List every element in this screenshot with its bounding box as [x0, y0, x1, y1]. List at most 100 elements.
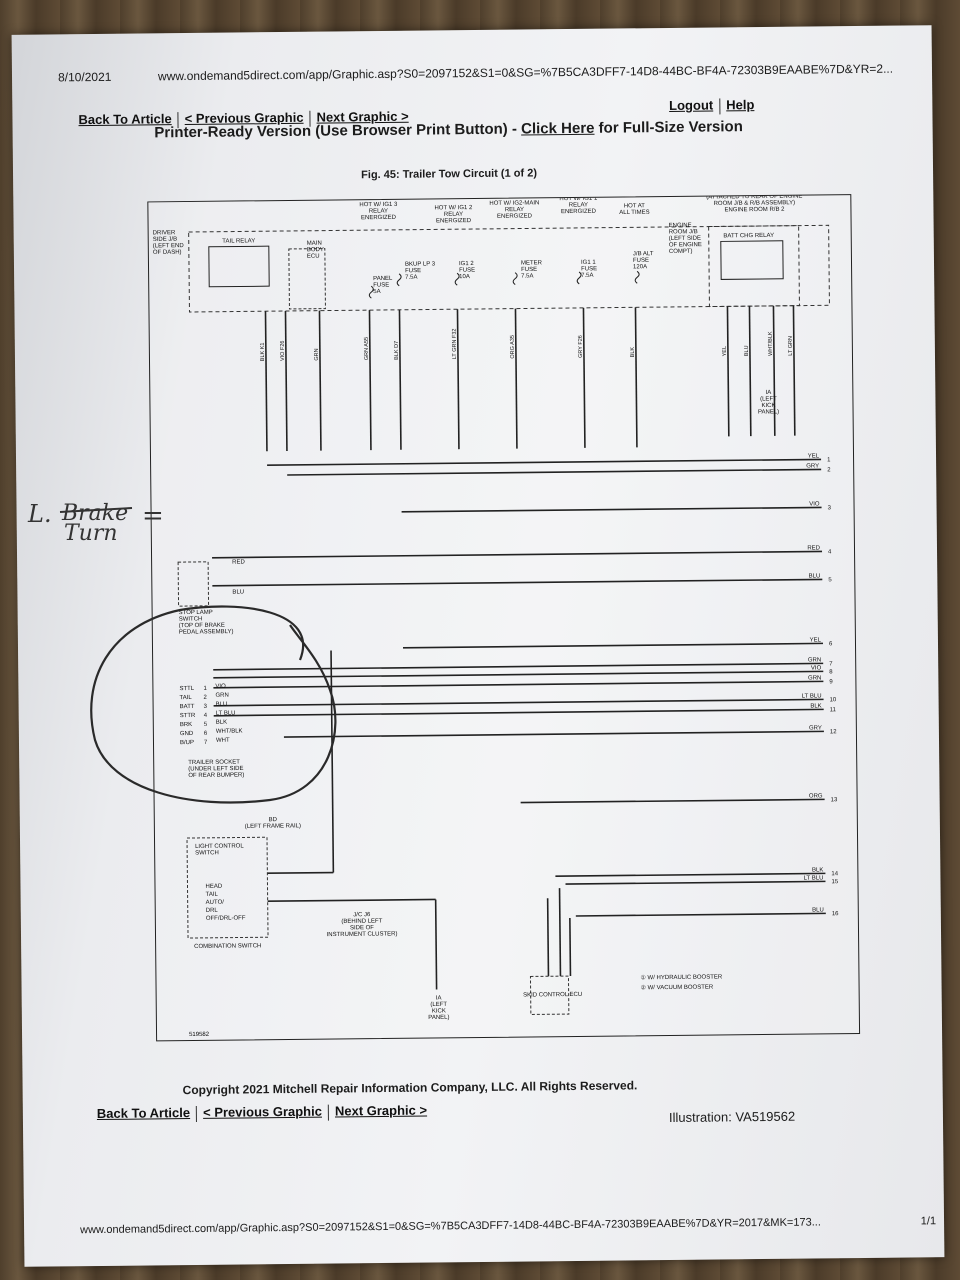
trailer-wire: [213, 708, 824, 717]
ig12-fuse-label: IG1 2: [459, 261, 474, 267]
hot-ig1-1-label: RELAY: [569, 202, 588, 208]
engine-room-rb-label: ENGINE ROOM R/B 2: [724, 207, 785, 214]
hot-ig2-label: HOT W/ IG2-MAIN: [489, 200, 539, 207]
skid-control-ecu-box: [529, 975, 570, 1015]
vertical-wire-label: ORG A35: [510, 335, 516, 359]
bkup-fuse-label: BKUP LP 3: [405, 261, 436, 267]
trailer-socket-wire: GRN: [215, 693, 228, 699]
vertical-wire: [264, 311, 268, 452]
trailer-wire-number: 13: [831, 797, 838, 803]
jb-alt-fuse-label: FUSE: [633, 258, 649, 264]
hot-ig1-3-label: HOT W/ IG1 3: [359, 202, 398, 208]
trailer-wire: [213, 680, 824, 689]
bkup-fuse-label: 7.5A: [405, 275, 417, 281]
left-frame-rail-label: (LEFT FRAME RAIL): [245, 823, 301, 830]
bottom-nav: Back To Article < Previous Graphic Next Gr…: [97, 1103, 427, 1123]
logout-link[interactable]: Logout: [669, 97, 714, 113]
jc-j6-label: INSTRUMENT CLUSTER): [327, 931, 398, 938]
help-link[interactable]: Help: [726, 97, 755, 113]
switch-position-label: DRL: [206, 908, 219, 914]
stop-lamp-switch-label: PEDAL ASSEMBLY): [179, 629, 234, 636]
hot-ig1-1-label: HOT W/ IG1 1: [559, 196, 598, 202]
hot-all-times-label: ALL TIMES: [619, 210, 649, 216]
trailer-wire-color-label: LT BLU: [802, 693, 822, 699]
meter-fuse-label: 7.5A: [521, 273, 533, 279]
previous-graphic-link-bottom[interactable]: < Previous Graphic: [202, 1103, 323, 1120]
trailer-socket-pin-number: 7: [204, 740, 208, 746]
trailer-wire-color-label: VIO: [809, 501, 820, 507]
switch-position-label: TAIL: [206, 892, 219, 898]
full-size-link[interactable]: Click Here: [520, 119, 595, 138]
main-body-ecu-label: BODY: [307, 247, 324, 253]
vertical-wire: [772, 305, 776, 436]
trailer-wire-color-label: YEL: [810, 637, 822, 643]
print-url: www.ondemand5direct.com/app/Graphic.asp?…: [157, 61, 894, 84]
meter-fuse-label: FUSE: [521, 267, 537, 273]
switch-position-label: AUTO/: [206, 900, 225, 906]
driver-side-jb-label: OF DASH): [153, 250, 182, 256]
trailer-wire-color-label: BLU: [812, 907, 824, 913]
bkup-fuse-label: FUSE: [405, 268, 421, 274]
vertical-wire-label: BLK D7: [394, 341, 400, 360]
tail-relay-box: [208, 245, 270, 288]
back-to-article-link-bottom[interactable]: Back To Article: [96, 1105, 191, 1122]
vertical-wire-label: VIO F26: [280, 341, 286, 362]
batt-chg-relay-label: BATT CHG RELAY: [723, 233, 774, 240]
jc-j6-label: (BEHIND LEFT: [341, 919, 382, 925]
engine-room-jb-label: ENGINE: [669, 223, 692, 229]
trailer-wire: [403, 642, 823, 649]
next-graphic-link-bottom[interactable]: Next Graphic >: [334, 1102, 428, 1119]
engine-room-jb-label: ROOM J/B: [669, 229, 698, 235]
left-kick-panel-2-label: IA: [436, 995, 442, 1001]
trailer-socket-label: OF REAR BUMPER): [188, 772, 244, 779]
ig11-fuse-label: IG1 1: [581, 260, 596, 266]
trailer-wire: [213, 698, 824, 707]
printed-page: 8/10/2021 www.ondemand5direct.com/app/Gr…: [11, 25, 945, 1267]
vertical-wire: [284, 310, 288, 451]
left-kick-panel-2-label: PANEL): [428, 1015, 449, 1021]
hot-ig1-2-label: RELAY: [444, 212, 463, 218]
trailer-wire-color-label: RED: [807, 545, 820, 551]
trailer-wire-number: 4: [828, 549, 832, 555]
left-kick-panel-label: IA: [765, 390, 771, 396]
account-nav: Logout Help: [669, 97, 755, 115]
page-number: 1/1: [920, 1215, 937, 1228]
hot-ig1-1-label: ENERGIZED: [561, 209, 597, 215]
jc-j6-label: SIDE OF: [350, 925, 374, 931]
nav-divider: [195, 1105, 198, 1122]
vertical-wire: [398, 309, 402, 450]
panel-fuse-label: PANEL: [373, 276, 393, 282]
trailer-socket-wire: WHT/BLK: [216, 728, 243, 734]
vertical-wire-label: GRN A55: [364, 337, 370, 360]
trailer-socket-label: TRAILER SOCKET: [188, 759, 240, 766]
left-kick-panel-label: (LEFT: [760, 396, 777, 402]
whtblk-wire: [267, 898, 436, 903]
trailer-socket-wire: LT BLU: [216, 711, 236, 717]
skid-wire: [558, 888, 562, 977]
fuse-symbol: [512, 272, 518, 285]
trailer-wire-color-label: BLK: [810, 703, 821, 709]
wire-group: [212, 305, 826, 990]
driver-side-jb-label: (LEFT END: [153, 243, 185, 249]
vertical-wire: [514, 308, 518, 449]
trailer-wire-number: 12: [830, 729, 837, 735]
vertical-wire: [318, 310, 322, 451]
trailer-wire: [287, 468, 822, 476]
fuse-group: [368, 270, 640, 299]
trailer-socket-pin-number: 6: [204, 731, 208, 737]
trailer-wire: [520, 798, 825, 804]
trailer-wire-number: 7: [829, 661, 833, 667]
trailer-socket-pin-number: 1: [203, 686, 207, 692]
skid-wire: [546, 898, 550, 977]
engine-room-jb-label: OF ENGINE: [669, 242, 702, 248]
vertical-wire-label: BLK: [630, 347, 636, 358]
vertical-wire-label: LT GRN: [788, 336, 794, 356]
switch-position-label: HEAD: [205, 884, 222, 890]
hot-ig1-2-label: HOT W/ IG1 2: [434, 205, 473, 211]
trailer-wire-number: 1: [827, 457, 831, 463]
copyright-notice: Copyright 2021 Mitchell Repair Informati…: [182, 1078, 638, 1098]
vertical-wire-label: WHT/BLK: [768, 331, 774, 356]
light-control-switch-label: SWITCH: [195, 850, 219, 856]
stop-lamp-red-wire: RED: [232, 559, 245, 565]
